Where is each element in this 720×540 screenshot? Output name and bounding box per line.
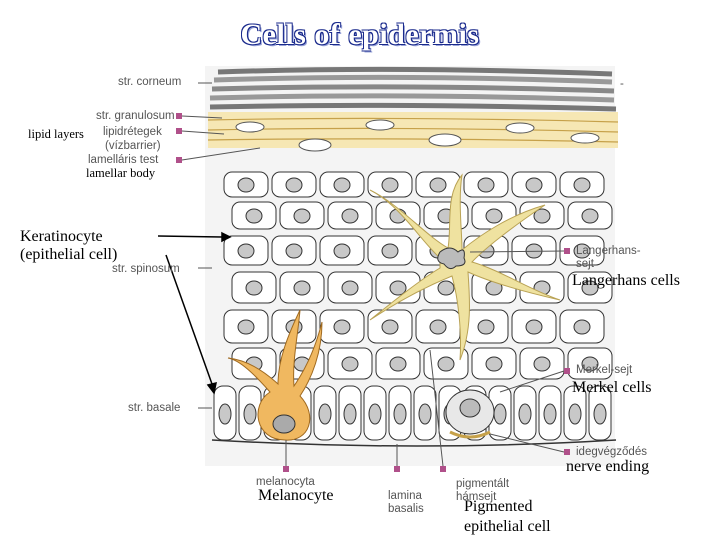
keratinocyte-nucleus [573, 319, 591, 335]
label-merkel-cells: Merkel cells [572, 379, 652, 396]
label-keratinocyte-2: (epithelial cell) [20, 246, 118, 263]
langerhans-cell [369, 173, 561, 361]
label-pigmentalt-2: hámsejt [456, 491, 497, 503]
keratinocyte-nucleus [485, 356, 503, 372]
stratum-granulosum [207, 112, 619, 152]
keratinocyte-nucleus [533, 356, 551, 372]
basal-cell-nucleus [218, 403, 232, 425]
label-str-granulosum: str. granulosum [96, 110, 175, 122]
label-idegvegzodes: idegvégződés [576, 446, 647, 458]
stratum-corneum [209, 66, 617, 112]
keratinocyte-nucleus [285, 177, 303, 193]
basal-cell-nucleus [368, 403, 382, 425]
basal-cell-nucleus [393, 403, 407, 425]
keratinocyte-nucleus [429, 177, 447, 193]
label-melanocyta: melanocyta [256, 476, 315, 488]
keratinocyte-nucleus [437, 280, 455, 296]
melanocyte-cell [227, 309, 323, 441]
keratinocyte-nucleus [333, 319, 351, 335]
keratinocyte-nucleus [341, 280, 359, 296]
keratinocyte-nucleus [429, 319, 447, 335]
keratinocyte-nucleus [293, 208, 311, 224]
annotation-arrows [157, 231, 232, 395]
label-pigmented-1: Pigmented [464, 498, 533, 515]
keratinocyte-nucleus [533, 208, 551, 224]
label-nerve-ending: nerve ending [566, 458, 650, 475]
label-lamellar-body: lamellar body [84, 166, 158, 180]
basal-cell-nucleus [518, 403, 532, 425]
label-lipidretegek: lipidrétegek [103, 126, 162, 138]
basal-cell-nucleus [568, 403, 582, 425]
label-lamellaris-test: lamelláris test [88, 154, 159, 166]
keratinocyte-nucleus [389, 356, 407, 372]
label-str-basale: str. basale [128, 402, 181, 414]
keratinocyte-nucleus [237, 243, 255, 259]
keratinocyte-nucleus [333, 177, 351, 193]
label-lipid-layers: lipid layers [26, 127, 86, 141]
label-markers [176, 113, 570, 472]
keratinocyte-nucleus [293, 280, 311, 296]
leader-lines [181, 82, 565, 467]
keratinocyte-nucleus [381, 243, 399, 259]
keratinocyte-nucleus [525, 177, 543, 193]
basement-membrane [211, 439, 617, 447]
keratinocyte-nucleus [341, 208, 359, 224]
keratinocyte-nucleus [477, 177, 495, 193]
keratinocyte-nucleus [285, 243, 303, 259]
basal-cell-nucleus [543, 403, 557, 425]
keratinocyte-nucleus [573, 177, 591, 193]
label-pigmented-2: epithelial cell [464, 518, 551, 535]
label-str-corneum: str. corneum [118, 76, 182, 88]
basal-cell-nucleus [493, 403, 507, 425]
page-title: Cells of epidermis [240, 18, 480, 51]
basal-cell-nucleus [243, 403, 257, 425]
label-lamina-2: basalis [388, 503, 424, 515]
keratinocyte-nucleus [389, 280, 407, 296]
keratinocyte-nucleus [237, 177, 255, 193]
keratinocyte-nucleus [245, 208, 263, 224]
keratinocyte-nucleus [573, 243, 591, 259]
label-dash: - [620, 78, 624, 90]
label-keratinocyte-1: Keratinocyte [20, 228, 103, 245]
keratinocyte-nucleus [381, 319, 399, 335]
label-vizbarrier: (vízbarrier) [105, 140, 161, 152]
label-merkel-sejt: Merkel-sejt [576, 364, 633, 376]
keratinocyte-nucleus [245, 280, 263, 296]
tissue [205, 66, 619, 466]
basal-cell-nucleus [593, 403, 607, 425]
label-langerhans-sejt-2: sejt [576, 258, 594, 270]
merkel-cell [445, 389, 495, 439]
basal-cell-nucleus [318, 403, 332, 425]
label-langerhans-cells: Langerhans cells [572, 272, 680, 289]
keratinocyte-nucleus [437, 356, 455, 372]
label-pigmentalt-1: pigmentált [456, 478, 510, 490]
basal-cell-nucleus [343, 403, 357, 425]
keratinocyte-nucleus [581, 280, 599, 296]
keratinocyte-nucleus [477, 319, 495, 335]
basal-cell-nucleus [418, 403, 432, 425]
keratinocyte-nucleus [333, 243, 351, 259]
keratinocyte-nucleus [237, 319, 255, 335]
keratinocyte-nucleus [381, 177, 399, 193]
label-melanocyte: Melanocyte [258, 487, 334, 504]
keratinocyte-nucleus [341, 356, 359, 372]
label-lamina-1: lamina [388, 490, 422, 502]
keratinocyte-nucleus [581, 208, 599, 224]
keratinocyte-nucleus [485, 208, 503, 224]
keratinocyte-nucleus [581, 356, 599, 372]
label-str-spinosum: str. spinosum [112, 263, 180, 275]
keratinocyte-nucleus [525, 319, 543, 335]
label-langerhans-sejt-1: Langerhans- [576, 245, 641, 257]
